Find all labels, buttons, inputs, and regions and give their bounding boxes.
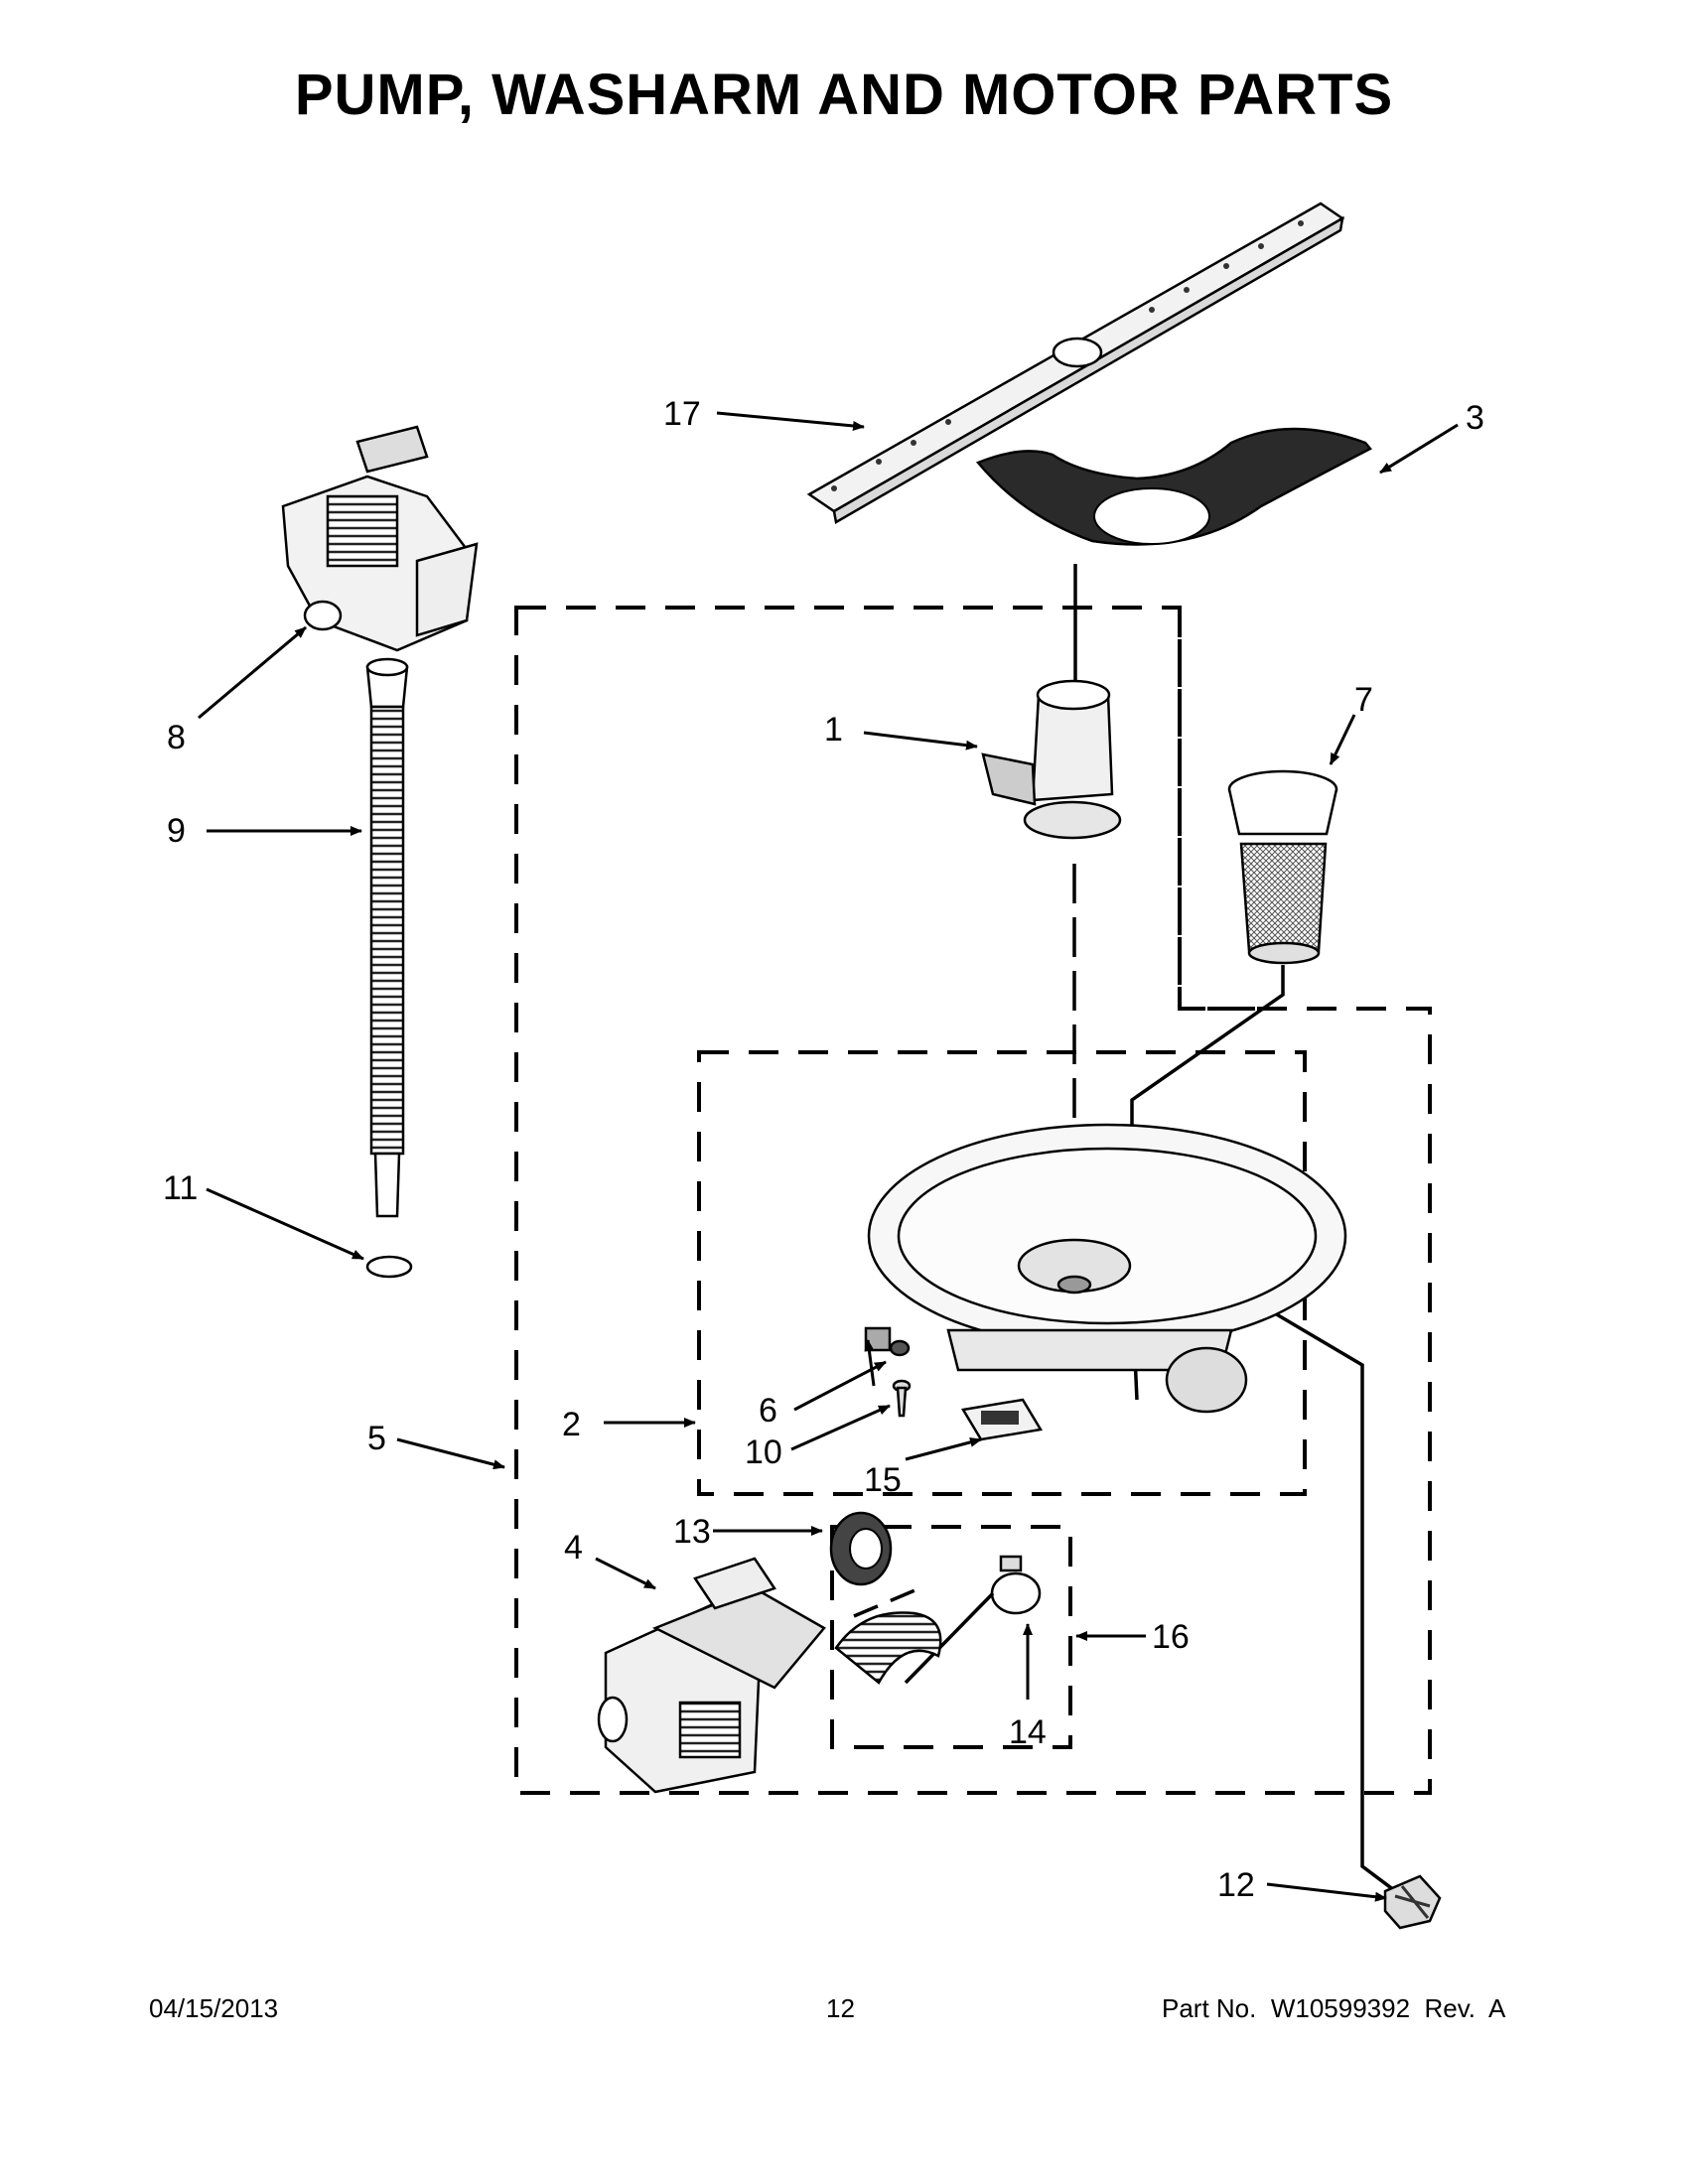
filter-subassembly-outline	[1178, 608, 1279, 1011]
footer-date: 04/15/2013	[149, 1993, 279, 2023]
part-10-screw	[892, 1379, 912, 1418]
callout-16: 16	[1152, 1618, 1190, 1656]
part-17-spray-arm	[806, 202, 1345, 524]
part-4-wash-motor	[597, 1557, 826, 1794]
callout-17: 17	[663, 395, 701, 433]
callout-12: 12	[1217, 1866, 1255, 1904]
callout-15: 15	[864, 1461, 902, 1499]
callout-11: 11	[163, 1169, 198, 1207]
part-15-clip	[960, 1398, 1044, 1441]
part-8-drain-pump	[281, 425, 479, 652]
part-12-sensor	[1383, 1874, 1442, 1930]
callout-3: 3	[1466, 399, 1484, 437]
part-13-seal	[829, 1511, 893, 1586]
footer-page-number: 12	[826, 1993, 855, 2023]
part-9-drain-hose	[365, 657, 409, 1218]
part-3-spray-shield	[975, 427, 1372, 546]
part-7-filter	[1227, 769, 1338, 965]
callout-1: 1	[824, 711, 843, 749]
callout-4: 4	[564, 1529, 583, 1567]
callout-10: 10	[745, 1433, 782, 1471]
callout-6: 6	[759, 1392, 777, 1430]
callout-13: 13	[673, 1513, 711, 1551]
leader-lines	[198, 411, 1459, 1902]
callout-5: 5	[367, 1420, 386, 1457]
callout-labels: 17 3 1 7 8 9 11 6 2 5 10 15 13 4 16 14 1…	[163, 395, 1484, 1904]
part-6-sensor	[864, 1326, 911, 1357]
callout-8: 8	[167, 719, 186, 756]
callout-9: 9	[167, 812, 186, 850]
assembly-16-outline	[830, 1525, 1072, 1749]
part-14-clamp	[990, 1555, 1042, 1615]
part-2-sump	[867, 1123, 1347, 1414]
callout-7: 7	[1354, 681, 1373, 719]
callout-14: 14	[1009, 1713, 1047, 1751]
footer-part-number: Part No. W10599392 Rev. A	[1162, 1993, 1506, 2023]
assembly-2-outline	[697, 1050, 1307, 1496]
page-title: PUMP, WASHARM AND MOTOR PARTS	[294, 63, 1394, 127]
part-11-hose-clamp	[365, 1255, 413, 1279]
part-16-hose	[834, 1611, 942, 1685]
callout-2: 2	[562, 1406, 581, 1443]
part-1-spray-arm-mount	[981, 679, 1122, 840]
